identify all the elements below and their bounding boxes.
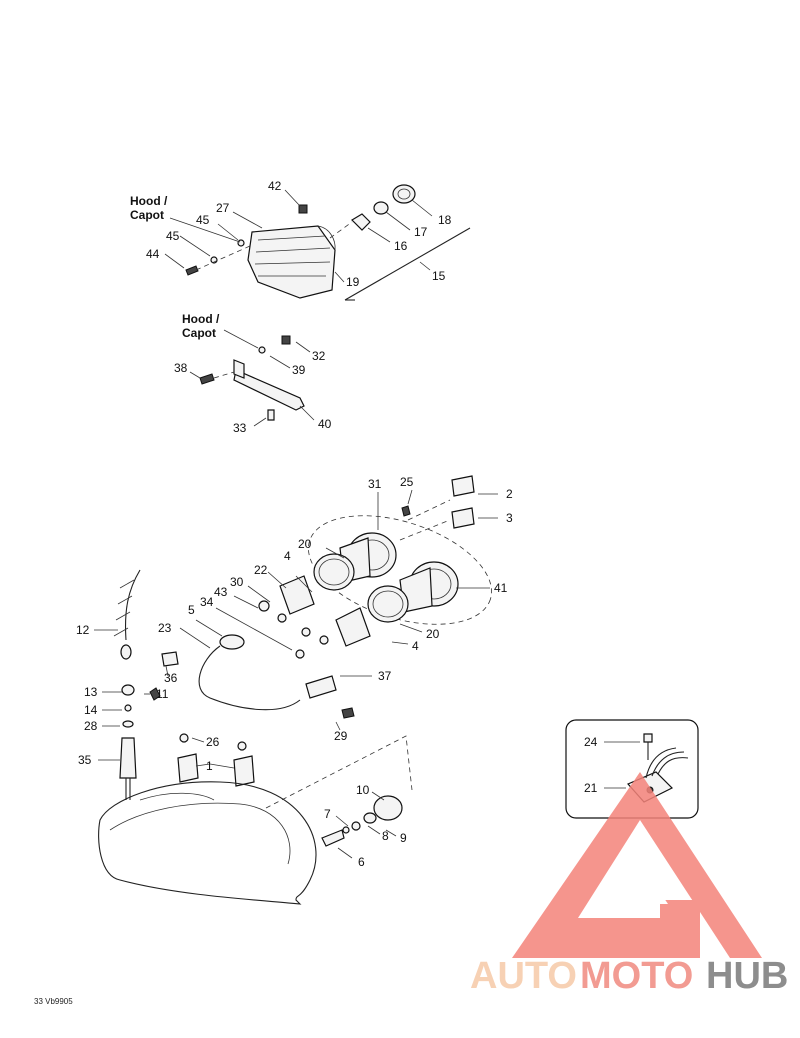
callout-45b: 45 bbox=[166, 229, 180, 243]
callout-26: 26 bbox=[206, 735, 220, 749]
callout-19: 19 bbox=[346, 275, 360, 289]
callout-29: 29 bbox=[334, 729, 348, 743]
callout-12: 12 bbox=[76, 623, 90, 637]
automotohub-watermark: AUTO MOTO HUB bbox=[470, 772, 788, 997]
callout-20b: 20 bbox=[426, 627, 440, 641]
hood-label-top-line1: Hood / bbox=[130, 194, 168, 208]
watermark-text-auto: AUTO bbox=[470, 955, 577, 997]
callout-14: 14 bbox=[84, 703, 98, 717]
callout-7: 7 bbox=[324, 807, 331, 821]
callout-16: 16 bbox=[394, 239, 408, 253]
callout-25: 25 bbox=[400, 475, 414, 489]
callout-39: 39 bbox=[292, 363, 306, 377]
callout-28: 28 bbox=[84, 719, 98, 733]
callout-31: 31 bbox=[368, 477, 382, 491]
callout-34: 34 bbox=[200, 595, 214, 609]
hood-label-mid-line2: Capot bbox=[182, 326, 216, 340]
callout-8: 8 bbox=[382, 829, 389, 843]
watermark-text-hub: HUB bbox=[706, 955, 788, 997]
callout-20a: 20 bbox=[298, 537, 312, 551]
callout-24: 24 bbox=[584, 735, 598, 749]
callout-3: 3 bbox=[506, 511, 513, 525]
callout-2: 2 bbox=[506, 487, 513, 501]
callout-43: 43 bbox=[214, 585, 228, 599]
drawing-reference: 33 Vb9905 bbox=[34, 997, 73, 1006]
callout-45a: 45 bbox=[196, 213, 210, 227]
callout-15: 15 bbox=[432, 269, 446, 283]
callout-10: 10 bbox=[356, 783, 370, 797]
callout-33: 33 bbox=[233, 421, 247, 435]
wiring-harness-assembly bbox=[94, 569, 413, 905]
headlight-assembly bbox=[164, 184, 471, 301]
callout-5: 5 bbox=[188, 603, 195, 617]
callout-9: 9 bbox=[400, 831, 407, 845]
callout-17: 17 bbox=[414, 225, 428, 239]
callout-18: 18 bbox=[438, 213, 452, 227]
callout-labels: Hood / Capot Hood / Capot 42 27 45 45 44… bbox=[34, 179, 598, 1006]
callout-42: 42 bbox=[268, 179, 282, 193]
callout-13: 13 bbox=[84, 685, 98, 699]
callout-35: 35 bbox=[78, 753, 92, 767]
headlight-bracket-assembly bbox=[189, 329, 315, 427]
callout-37: 37 bbox=[378, 669, 392, 683]
callout-36: 36 bbox=[164, 671, 178, 685]
watermark-text-moto: MOTO bbox=[580, 955, 693, 997]
callout-1: 1 bbox=[206, 759, 213, 773]
callout-4b: 4 bbox=[412, 639, 419, 653]
callout-22: 22 bbox=[254, 563, 268, 577]
callout-21: 21 bbox=[584, 781, 598, 795]
callout-11: 11 bbox=[156, 687, 169, 701]
watermark-logo-triangle bbox=[512, 772, 762, 958]
callout-6: 6 bbox=[358, 855, 365, 869]
callout-23: 23 bbox=[158, 621, 172, 635]
callout-38: 38 bbox=[174, 361, 188, 375]
callout-32: 32 bbox=[312, 349, 326, 363]
hood-label-mid-line1: Hood / bbox=[182, 312, 220, 326]
callout-27: 27 bbox=[216, 201, 230, 215]
gauge-cluster-assembly bbox=[161, 475, 498, 731]
callout-40: 40 bbox=[318, 417, 332, 431]
callout-44: 44 bbox=[146, 247, 160, 261]
callout-30: 30 bbox=[230, 575, 244, 589]
hood-label-top-line2: Capot bbox=[130, 208, 164, 222]
callout-4a: 4 bbox=[284, 549, 291, 563]
callout-41: 41 bbox=[494, 581, 508, 595]
